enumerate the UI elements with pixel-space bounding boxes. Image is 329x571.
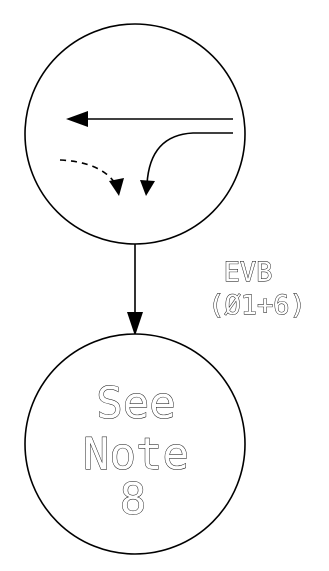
movement-circle-outline <box>24 23 246 245</box>
left-turn-arrow-line <box>146 132 233 185</box>
note-line1: See <box>96 378 175 429</box>
note-line2: Note <box>83 429 189 480</box>
dashed-turn-arrow-head-icon <box>109 178 124 196</box>
left-turn-arrow-head-icon <box>140 180 155 196</box>
transition-connector <box>127 244 143 336</box>
note-circle: See Note 8 <box>24 333 246 555</box>
connector-arrow-head-icon <box>127 312 143 336</box>
note-circle-outline <box>24 333 246 555</box>
transition-label-line2: (Ø1+6) <box>208 290 306 321</box>
dashed-turn-arrow-line <box>59 159 116 184</box>
note-line3: 8 <box>120 474 147 525</box>
movement-circle <box>24 23 246 245</box>
through-arrow-head-icon <box>66 111 88 127</box>
transition-label: EVB (Ø1+6) <box>208 257 306 322</box>
transition-label-line1: EVB <box>224 257 273 288</box>
